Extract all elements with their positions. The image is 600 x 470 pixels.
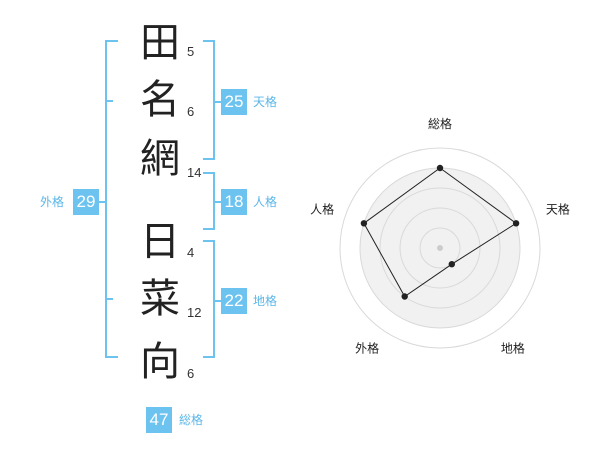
gaikaku-label: 外格 — [40, 195, 65, 209]
name-char-4: 日 — [140, 219, 180, 265]
radar-axis-label-2: 天格 — [546, 202, 570, 217]
tenkaku-badge: 25 — [221, 89, 247, 115]
radar-point-1 — [436, 164, 444, 172]
soukaku-label: 総格 — [179, 413, 204, 427]
radar-axis-label-1: 総格 — [428, 116, 452, 131]
gaikaku-badge: 29 — [73, 189, 99, 215]
jinkaku-badge: 18 — [221, 189, 247, 215]
radar-axis-label-5: 人格 — [310, 202, 334, 217]
stroke-count-5: 12 — [187, 305, 202, 320]
radar-center-dot — [437, 245, 443, 251]
radar-axis-label-4: 外格 — [355, 340, 379, 355]
radar-ring-5 — [339, 147, 541, 349]
tenkaku-label: 天格 — [253, 95, 278, 109]
jinkaku-label: 人格 — [253, 195, 278, 209]
stroke-count-4: 4 — [187, 245, 195, 260]
stroke-count-2: 6 — [187, 104, 195, 119]
radar-ring-3 — [379, 187, 501, 309]
radar-point-4 — [401, 293, 408, 300]
stroke-count-3: 14 — [187, 165, 202, 180]
name-char-3: 網 — [140, 136, 180, 182]
soukaku-badge: 47 — [146, 407, 172, 433]
chikaku-label: 地格 — [253, 294, 278, 308]
radar-axis-label-3: 地格 — [501, 340, 525, 355]
name-char-6: 向 — [140, 339, 180, 385]
stroke-count-6: 6 — [187, 366, 195, 381]
radar-polygon — [363, 167, 517, 298]
radar-point-3 — [448, 261, 455, 268]
radar-ring-2 — [399, 207, 481, 289]
radar-point-5 — [360, 220, 368, 227]
radar-ring-1 — [419, 227, 461, 269]
radar-point-2 — [512, 220, 520, 227]
name-char-1: 田 — [140, 20, 180, 66]
stroke-count-1: 5 — [187, 44, 195, 59]
name-char-5: 菜 — [140, 276, 180, 322]
chikaku-badge: 22 — [221, 288, 247, 314]
name-char-2: 名 — [140, 77, 180, 123]
